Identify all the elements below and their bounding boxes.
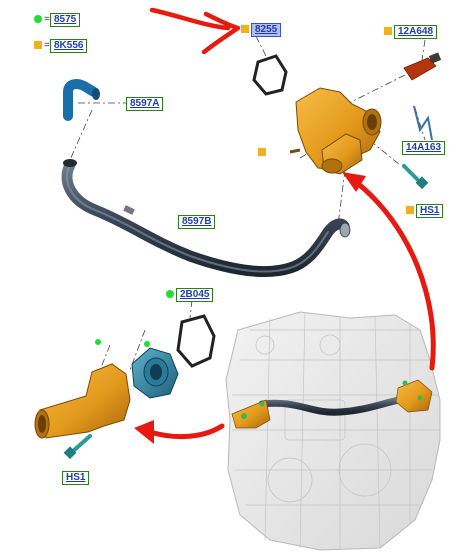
square-marker-icon — [34, 41, 42, 49]
callout-14a163[interactable]: 14A163 — [402, 141, 446, 155]
square-marker-icon — [258, 148, 266, 156]
red-arrow-icon — [149, 7, 241, 55]
callout-8597a[interactable]: 8597A — [126, 97, 164, 111]
callout-8255[interactable]: 8255 — [251, 23, 282, 37]
circle-marker-icon — [34, 15, 42, 23]
equals-sign: = — [44, 14, 50, 25]
callout-8597b[interactable]: 8597B — [178, 215, 216, 229]
circle-marker-icon — [166, 290, 174, 298]
engine-housing-right — [395, 379, 433, 413]
thermostat-housing-top — [289, 87, 382, 175]
engine-block — [225, 311, 441, 551]
retaining-clip-14a163 — [413, 105, 433, 141]
red-arrow-icon — [134, 420, 225, 444]
gasket-2b045 — [176, 314, 216, 368]
elbow-hose-8597a — [63, 79, 99, 121]
engine-bypass-hose — [258, 394, 412, 416]
callout-12a648[interactable]: 12A648 — [394, 25, 438, 39]
square-marker-icon — [384, 27, 392, 35]
red-arrow-icon — [342, 172, 436, 371]
callout-2b045[interactable]: 2B045 — [176, 288, 214, 302]
square-marker-icon — [406, 206, 414, 214]
callout-hs1-bottom[interactable]: HS1 — [62, 471, 90, 485]
temperature-sensor-12a648 — [403, 52, 442, 81]
thermostat-housing-bottom — [34, 339, 131, 439]
callout-hs1-top[interactable]: HS1 — [416, 204, 444, 218]
engine-housing-left — [231, 399, 271, 429]
equals-sign: = — [44, 40, 50, 51]
callout-8k556[interactable]: 8K556 — [50, 39, 88, 53]
thermostat — [131, 341, 179, 399]
bolt-hs1-bottom — [63, 434, 92, 460]
square-marker-icon — [241, 25, 249, 33]
gasket-8255 — [252, 54, 288, 96]
bolt-hs1-top — [402, 164, 429, 190]
callout-8575[interactable]: 8575 — [50, 13, 81, 27]
